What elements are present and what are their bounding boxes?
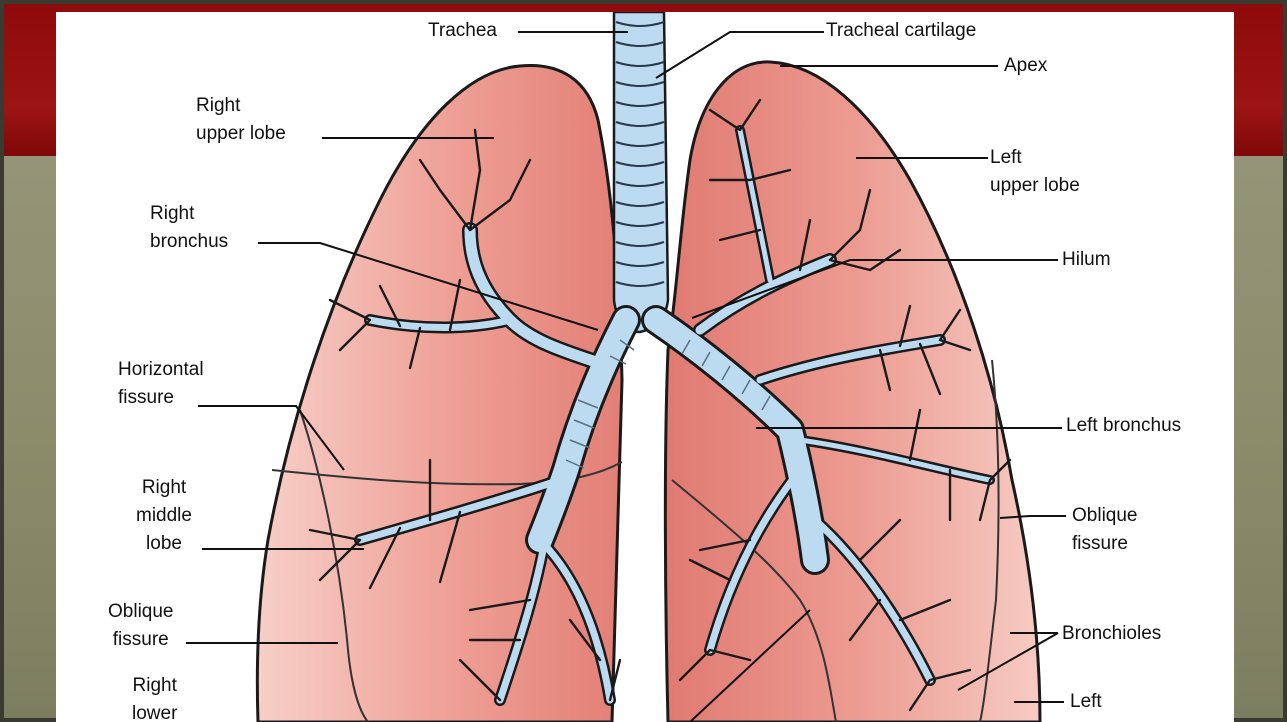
label-trachea: Trachea xyxy=(428,17,497,45)
label-right-upper-lobe: Right upper lobe xyxy=(196,92,286,148)
label-bronchioles: Bronchioles xyxy=(1062,620,1161,648)
label-oblique-fissure-right-lung: Oblique fissure xyxy=(108,598,174,654)
label-hilum: Hilum xyxy=(1062,246,1111,274)
label-tracheal-cartilage: Tracheal cartilage xyxy=(826,17,976,45)
label-right-lower-lobe: Right lower xyxy=(132,672,177,722)
right-lung xyxy=(257,65,622,722)
label-oblique-fissure-left-lung: Oblique fissure xyxy=(1072,502,1138,558)
label-left-bronchus: Left bronchus xyxy=(1066,412,1181,440)
label-horizontal-fissure: Horizontal fissure xyxy=(118,356,204,412)
label-apex: Apex xyxy=(1004,52,1047,80)
label-right-bronchus: Right bronchus xyxy=(150,200,228,256)
label-left-lower: Left xyxy=(1070,688,1102,716)
diagram-panel: Trachea Tracheal cartilage Apex Right up… xyxy=(56,12,1234,722)
label-right-middle-lobe: Right middle lobe xyxy=(136,474,192,558)
label-left-upper-lobe: Left upper lobe xyxy=(990,144,1080,200)
